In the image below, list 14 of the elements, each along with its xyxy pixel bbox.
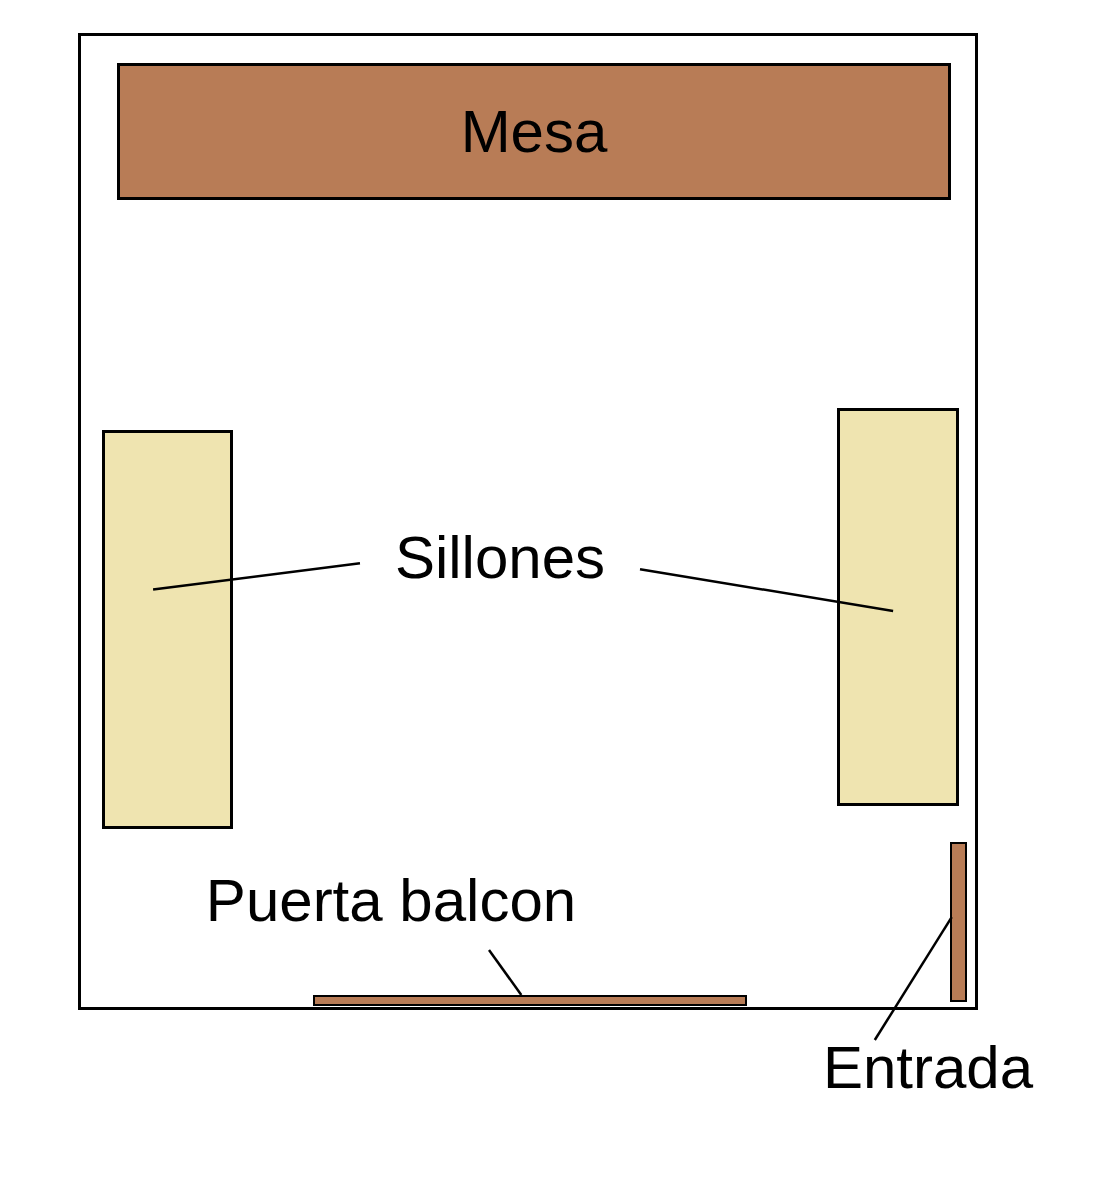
leader-line [873,916,953,1041]
room-label: Puerta balcon [205,871,577,931]
room-label: Sillones [394,528,606,588]
door-bar [950,842,967,1002]
leader-line [639,568,894,613]
leader-line [152,562,361,591]
room-label: Entrada [822,1038,1034,1098]
table-rectangle [117,63,951,200]
table-label: Mesa [460,101,608,162]
room-outline [78,33,978,1010]
armchair-rectangle [837,408,959,806]
leader-line [488,949,523,996]
armchair-rectangle [102,430,233,829]
door-bar [313,995,747,1006]
